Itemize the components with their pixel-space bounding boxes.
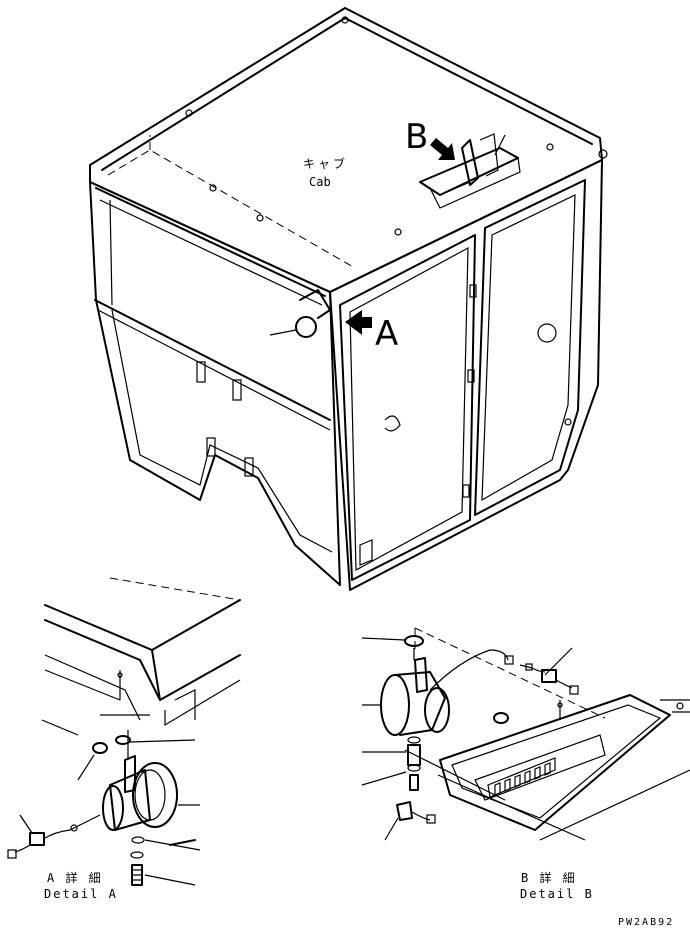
detail-a-title-jp: A 詳 細 [47,871,103,885]
detail-a-drawing [7,577,241,886]
detail-b-title-en: Detail B [520,887,594,901]
cab-label-en: Cab [309,175,331,189]
cab-label-jp: キャブ [303,157,349,171]
arrow-left-icon [345,310,372,335]
callout-a-label: A [375,314,399,354]
callout-b-label: B [405,117,429,157]
cab-body [89,7,608,591]
drawing-code: PW2AB92 [618,917,675,928]
detail-a-title-en: Detail A [44,887,118,901]
detail-b-drawing [361,627,690,841]
arrow-down-right-icon [430,138,455,160]
detail-b-title-jp: B 詳 細 [521,871,577,885]
